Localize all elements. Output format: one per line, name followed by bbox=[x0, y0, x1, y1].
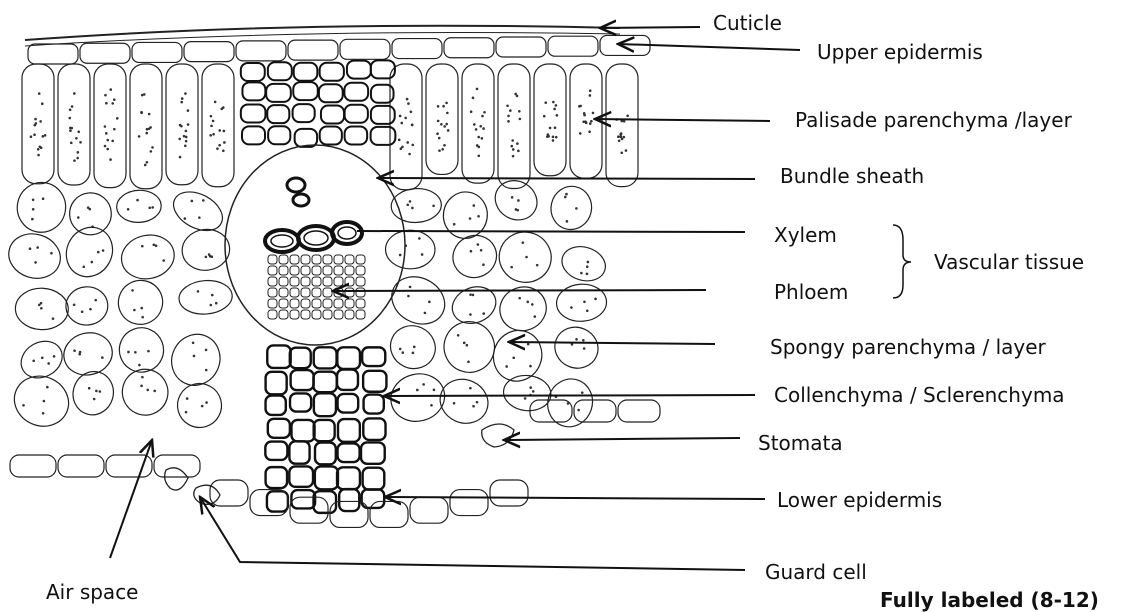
label-stomata: Stomata bbox=[758, 433, 843, 453]
upper-epidermis-cells bbox=[28, 35, 650, 64]
label-spongy: Spongy parenchyma / layer bbox=[770, 337, 1046, 357]
air-space-pointer bbox=[110, 440, 152, 558]
label-xylem: Xylem bbox=[774, 225, 837, 245]
vascular-brace bbox=[893, 225, 911, 298]
stomata-pointer bbox=[504, 438, 740, 440]
cuticle-pointer bbox=[600, 27, 700, 28]
label-bundle-sheath: Bundle sheath bbox=[780, 166, 924, 186]
vascular-bundle bbox=[225, 145, 405, 345]
bundle-sheath-pointer bbox=[378, 178, 755, 179]
footer-note: Fully labeled (8-12) bbox=[880, 588, 1099, 612]
label-collenchyma: Collenchyma / Sclerenchyma bbox=[774, 385, 1065, 405]
collenchyma-cells bbox=[265, 345, 386, 512]
label-upper-epidermis: Upper epidermis bbox=[817, 42, 983, 62]
label-vascular-tissue: Vascular tissue bbox=[934, 252, 1084, 272]
label-cuticle: Cuticle bbox=[713, 13, 782, 33]
label-phloem: Phloem bbox=[774, 282, 848, 302]
xylem-pointer bbox=[357, 231, 745, 232]
xylem-vessels bbox=[265, 178, 362, 252]
upper-sclerenchyma-cells bbox=[241, 60, 396, 147]
lower-epidermis-pointer bbox=[385, 497, 765, 499]
guard-cell-pointer bbox=[200, 497, 745, 570]
upper-epidermis-pointer bbox=[618, 44, 800, 50]
collenchyma-pointer bbox=[384, 395, 755, 396]
phloem-cells bbox=[268, 255, 365, 319]
phloem-pointer bbox=[333, 290, 706, 291]
label-lower-epidermis: Lower epidermis bbox=[777, 490, 942, 510]
label-guard-cell: Guard cell bbox=[765, 562, 867, 582]
label-palisade: Palisade parenchyma /layer bbox=[795, 110, 1072, 130]
label-air-space: Air space bbox=[46, 582, 139, 602]
